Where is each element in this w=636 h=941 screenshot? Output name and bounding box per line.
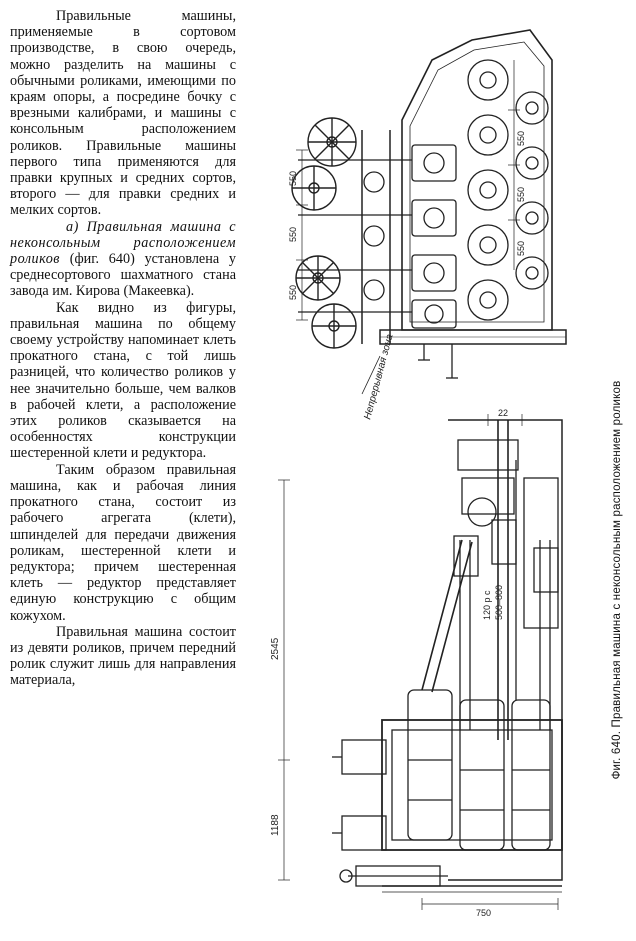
- article-text-column: Правильные машины, применяемые в сортово…: [10, 8, 236, 689]
- lower-view: [278, 414, 563, 910]
- paragraph-1: Правильные машины, применяемые в сортово…: [10, 8, 236, 219]
- dim-500: 500–800: [494, 585, 504, 620]
- paragraph-4: Таким образом правильная машина, как и р…: [10, 461, 236, 624]
- dim-550-e: 550: [516, 187, 526, 202]
- dim-550-d: 550: [516, 131, 526, 146]
- figure-caption-text: Фиг. 640. Правильная машина с неконсольн…: [611, 380, 623, 780]
- paragraph-2: а) Правильная машина с неконсольным расп…: [10, 219, 236, 300]
- figure-caption: Фиг. 640. Правильная машина с неконсольн…: [602, 230, 632, 930]
- section-heading: а) Правильная машина с неконсольным расп…: [10, 218, 236, 268]
- dim-750: 750: [476, 908, 491, 918]
- dim-550-a: 550: [288, 171, 298, 186]
- upper-view: [291, 29, 567, 395]
- dim-120: 120 р с: [482, 590, 492, 620]
- dim-550-c: 550: [288, 285, 298, 300]
- paragraph-3: Как видно из фигуры, правильная машина п…: [10, 299, 236, 462]
- dim-1188: 1188: [270, 814, 281, 836]
- paragraph-5: Правильная машина состоит из девяти роли…: [10, 623, 236, 689]
- dim-550-f: 550: [516, 241, 526, 256]
- label-zone: Непрерывная зона: [362, 333, 395, 421]
- dim-2545: 2545: [270, 637, 281, 660]
- dim-550-b: 550: [288, 227, 298, 242]
- technical-drawing: Непрерывная зона 550 550 550 550 550 550: [262, 0, 602, 936]
- dim-22: 22: [498, 408, 508, 418]
- paragraph-2-body: (фиг. 640) установлена у среднесортового…: [10, 251, 236, 300]
